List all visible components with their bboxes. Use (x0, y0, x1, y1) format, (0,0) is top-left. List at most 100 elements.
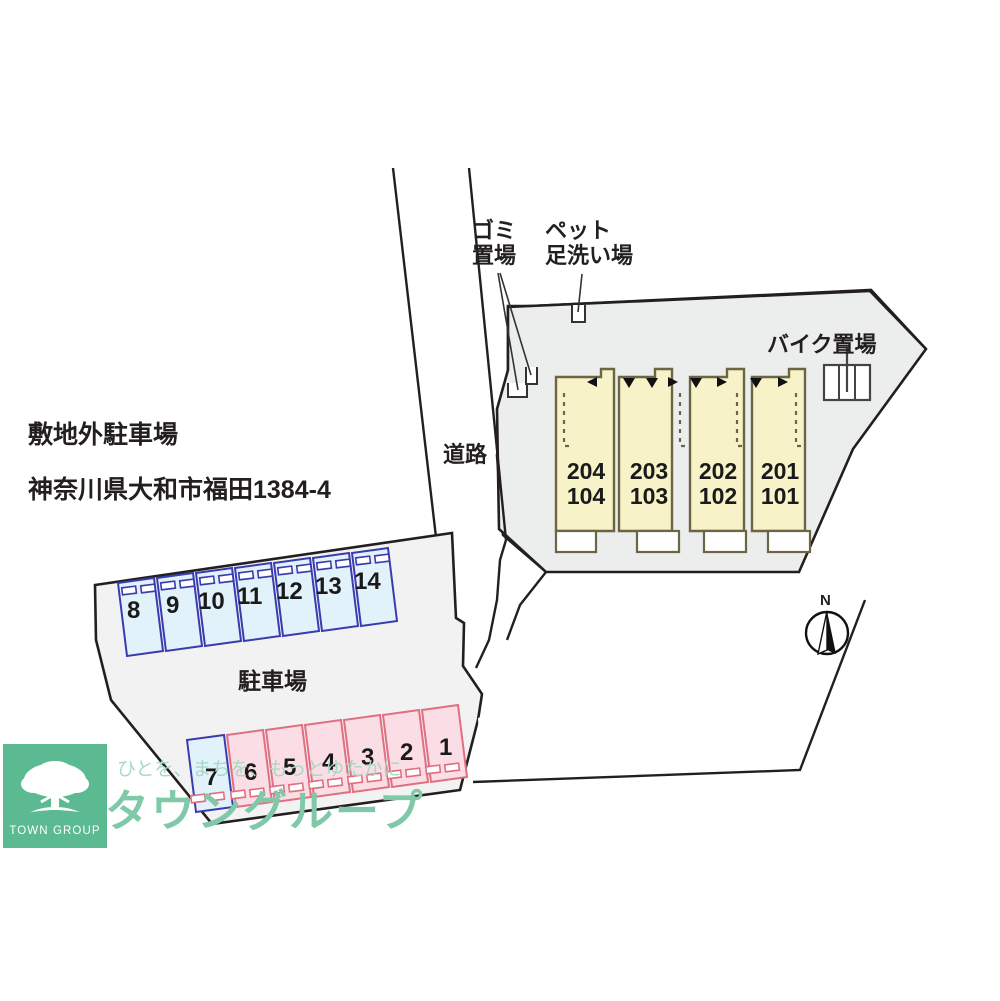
building-block (554, 367, 812, 554)
balcony-203 (635, 529, 681, 554)
lower-right-boundary-line (472, 599, 867, 784)
slot-number-5: 5 (283, 754, 297, 781)
watermark-brand-jp: タウングループ (105, 787, 425, 836)
arrow-down-1 (623, 378, 635, 388)
balcony-201 (766, 529, 812, 554)
parking-slot-13[interactable] (311, 551, 360, 633)
slot-number-6: 6 (244, 759, 258, 786)
wheelstop-10a (198, 575, 216, 586)
pet-wash-leader (577, 273, 583, 313)
slot-number-11: 11 (237, 583, 263, 610)
unit-201-101-outline (750, 367, 807, 533)
wheelstop-10b (217, 573, 235, 584)
parking-slot-11[interactable] (233, 561, 282, 643)
wheelstop-4a (307, 779, 325, 790)
arrow-right-3 (778, 377, 788, 387)
bike-parking-label: バイク置場 (767, 332, 877, 357)
unit-upper-204: 204 (566, 458, 606, 484)
parking-slot-10[interactable] (194, 566, 243, 648)
wheelstop-2b (404, 767, 422, 778)
wheelstop-7b (208, 791, 226, 802)
slot-number-8: 8 (127, 597, 141, 624)
wheelstop-4b (326, 777, 344, 788)
parking-slot-12[interactable] (272, 556, 321, 638)
parking-row-upper (116, 546, 399, 658)
wheelstop-11a (237, 570, 255, 581)
unit-lower-102: 102 (698, 483, 738, 509)
road-label: 道路 (443, 442, 488, 467)
unit-203-103-outline (617, 367, 674, 533)
trash-area-label: ゴミ 置場 (472, 218, 517, 268)
wheelstop-1a (424, 764, 442, 775)
slot-number-10: 10 (198, 588, 225, 615)
arrow-right-1 (668, 377, 678, 387)
arrow-down-4 (750, 378, 762, 388)
property-address: 神奈川県大和市福田1384-4 (28, 476, 331, 504)
slot-number-1: 1 (439, 734, 453, 761)
road-edge-right (467, 167, 508, 541)
slot-number-12: 12 (276, 578, 303, 605)
logo-brand-text: TOWN GROUP (9, 825, 101, 837)
slot-number-4: 4 (322, 749, 336, 776)
parking-slot-8[interactable] (116, 576, 165, 658)
wheelstop-5a (268, 784, 286, 795)
road-lower-connector (474, 539, 508, 669)
wheelstop-11b (256, 568, 274, 579)
trash-marker-box-b (525, 367, 538, 385)
lower-right-boundary (478, 596, 920, 780)
arrow-down-2 (646, 378, 658, 388)
wheelstop-9b (178, 578, 196, 589)
wheelstop-6b (248, 787, 266, 798)
parking-row-lower (185, 703, 469, 814)
road-area (393, 168, 500, 666)
wheelstop-3a (346, 774, 364, 785)
unit-lower-103: 103 (629, 483, 669, 509)
pet-wash-marker-box (571, 305, 586, 323)
north-compass-icon (804, 610, 850, 656)
unit-lower-104: 104 (566, 483, 606, 509)
parking-slot-9[interactable] (155, 571, 204, 653)
trash-leader-b (499, 272, 532, 376)
slot-number-13: 13 (315, 573, 342, 600)
entrance-arrow-group (587, 377, 788, 388)
parking-lot-label: 駐車場 (238, 668, 307, 694)
wheelstop-12a (276, 565, 294, 576)
bike-parking-icon (822, 348, 872, 402)
wheelstop-14b (373, 553, 391, 564)
wheelstop-6a (229, 789, 247, 800)
unit-lower-101: 101 (760, 483, 800, 509)
arrow-left-1 (587, 377, 597, 387)
pet-wash-label: ペット 足洗い場 (545, 218, 634, 268)
unit-upper-203: 203 (629, 458, 669, 484)
wheelstop-12b (295, 563, 313, 574)
wheelstop-2a (385, 769, 403, 780)
parking-slot-14[interactable] (350, 546, 399, 628)
slot-number-9: 9 (166, 592, 180, 619)
wheelstop-7a (189, 793, 207, 804)
slot-number-3: 3 (361, 744, 375, 771)
balcony-204 (554, 529, 598, 554)
arrow-right-2 (717, 377, 727, 387)
wheelstop-8b (139, 583, 157, 594)
wheelstop-3b (365, 772, 383, 783)
unit-upper-202: 202 (698, 458, 738, 484)
trash-leader-a (497, 272, 519, 391)
slot-number-2: 2 (400, 739, 414, 766)
unit-202-102-outline (688, 367, 746, 533)
wheelstop-1b (443, 762, 461, 773)
slot-number-14: 14 (354, 568, 381, 595)
wheelstop-9a (159, 580, 177, 591)
balcony-202 (702, 529, 748, 554)
slot-number-7: 7 (205, 764, 219, 791)
arrow-down-3 (690, 378, 702, 388)
north-label: N (820, 592, 831, 609)
tree-icon (21, 761, 89, 812)
wheelstop-5b (287, 782, 305, 793)
wheelstop-14a (354, 555, 372, 566)
wheelstop-13b (334, 558, 352, 569)
